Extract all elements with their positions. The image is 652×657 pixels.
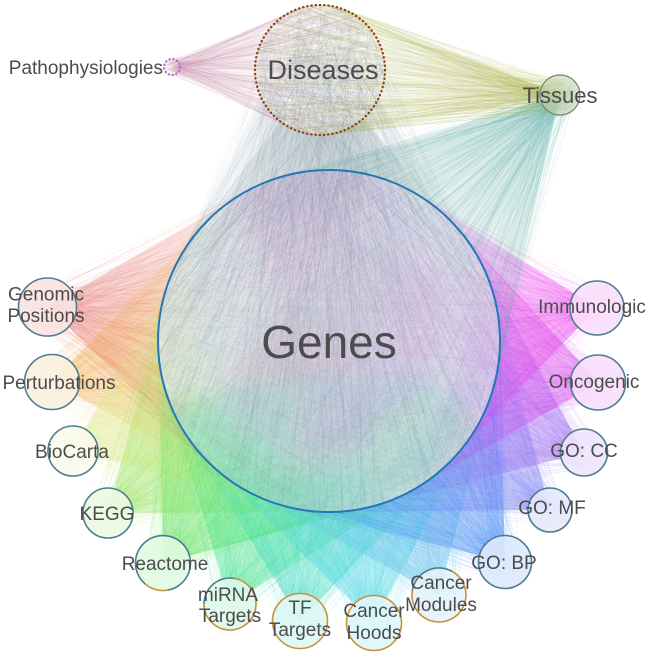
svg-text:Pathophysiologies: Pathophysiologies (9, 58, 163, 79)
svg-text:Targets: Targets (269, 620, 331, 641)
svg-text:BioCarta: BioCarta (35, 442, 109, 463)
svg-text:Tissues: Tissues (523, 83, 598, 108)
svg-text:GO: BP: GO: BP (471, 553, 536, 574)
svg-text:Diseases: Diseases (267, 55, 378, 85)
svg-text:Oncogenic: Oncogenic (549, 372, 640, 393)
svg-text:TF: TF (288, 598, 311, 619)
svg-text:Reactome: Reactome (122, 554, 209, 575)
svg-text:Positions: Positions (7, 306, 84, 327)
svg-text:Targets: Targets (199, 606, 261, 627)
svg-text:Immunologic: Immunologic (538, 297, 646, 318)
svg-text:Hoods: Hoods (347, 623, 402, 644)
svg-text:Modules: Modules (405, 595, 477, 616)
svg-text:Genomic: Genomic (8, 285, 84, 306)
svg-text:Genes: Genes (261, 316, 397, 368)
svg-text:GO: CC: GO: CC (550, 441, 618, 462)
svg-text:KEGG: KEGG (80, 504, 135, 525)
svg-text:Perturbations: Perturbations (2, 373, 115, 394)
svg-text:miRNA: miRNA (198, 585, 258, 606)
svg-text:Cancer: Cancer (410, 573, 472, 594)
svg-text:Cancer: Cancer (343, 601, 405, 622)
svg-text:GO: MF: GO: MF (518, 498, 586, 519)
